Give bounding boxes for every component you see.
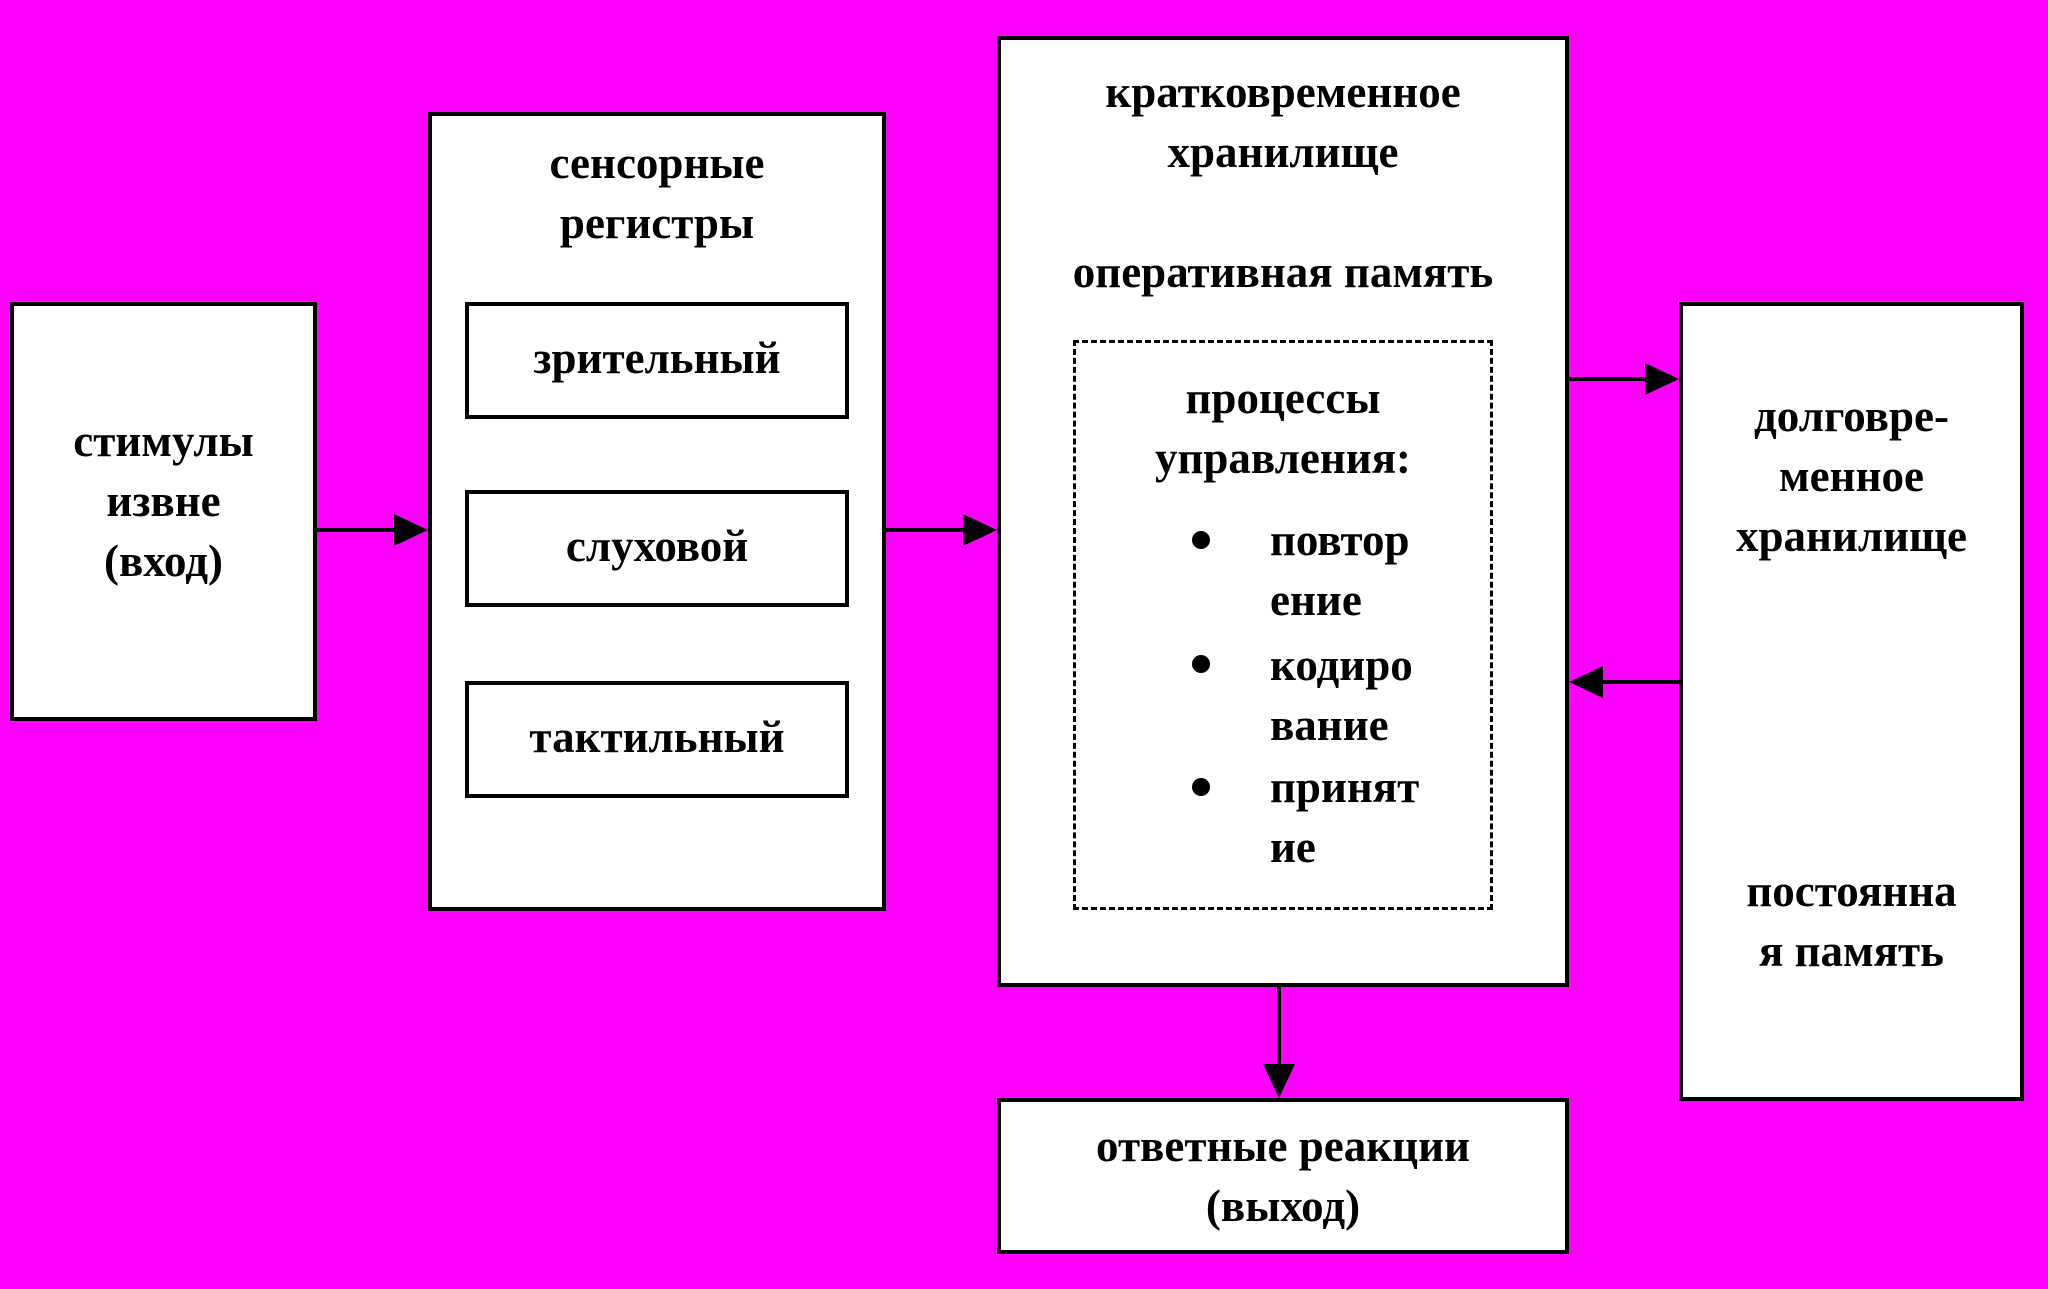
arrowhead-icon [963,514,997,546]
long-term-store-title: долговре- менное хранилище [1735,391,1968,561]
bullet-icon [1192,531,1210,549]
long-term-store-box: долговре- менное хранилище постоянна я п… [1679,302,2024,1101]
sensory-channel-label: зрительный [533,333,781,383]
arrowhead-icon [1569,666,1603,698]
process-encoding: кодиро вание [1270,640,1413,750]
short-term-store-box: кратковременное хранилище оперативная па… [997,36,1569,987]
short-term-store-title: кратковременное хранилище [1105,67,1461,177]
output-box: ответные реакции (выход) [997,1098,1569,1254]
stimuli-box: стимулы извне (вход) [10,302,317,721]
sensory-channel-auditory: слуховой [465,490,849,607]
bullet-icon [1192,778,1210,796]
process-rehearsal: повтор ение [1270,515,1410,625]
arrowhead-icon [1645,363,1679,395]
output-label: ответные реакции (выход) [1096,1121,1470,1231]
bullet-icon [1192,655,1210,673]
short-term-store-subtitle: оперативная память [1072,247,1494,297]
control-processes-area: процессы управления: [1073,340,1493,910]
arrowhead-icon [394,514,428,546]
sensory-channel-label: тактильный [529,712,785,762]
sensory-channel-tactile: тактильный [465,681,849,798]
stimuli-label: стимулы извне (вход) [73,416,254,586]
long-term-store-subtitle: постоянна я память [1746,866,1957,976]
sensory-channel-visual: зрительный [465,302,849,419]
arrowhead-icon [1263,1064,1295,1098]
sensory-channel-label: слуховой [565,521,749,571]
control-processes-title: процессы управления: [1154,373,1412,483]
sensory-registers-title: сенсорные регистры [549,138,765,248]
process-decision: принят ие [1270,762,1420,872]
